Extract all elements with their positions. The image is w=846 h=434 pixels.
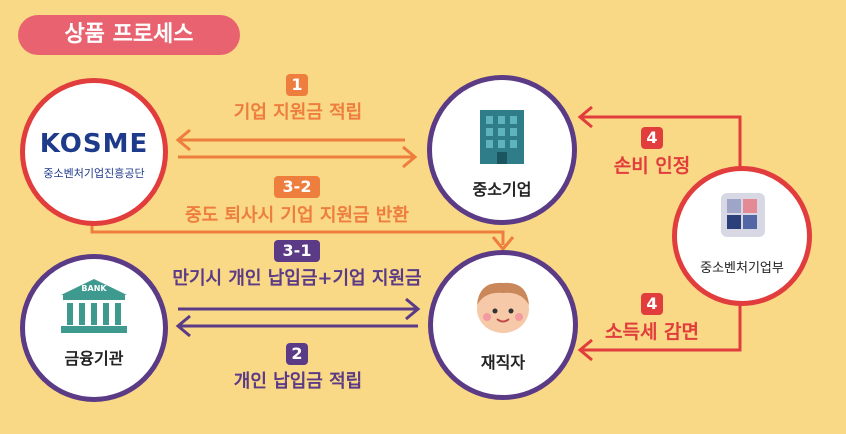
arrowhead-1: [175, 128, 191, 152]
employee-node: 재직자: [428, 250, 578, 400]
arrow-4-bottom: [580, 300, 742, 352]
building-icon: [480, 110, 524, 164]
bank-node: BANK 금융기관: [20, 254, 168, 402]
arrowhead-3-2: [491, 236, 515, 252]
step-3-1-text: 만기시 개인 납입금+기업 지원금: [172, 268, 422, 289]
step-4-top-badge: 4: [641, 127, 663, 149]
step-4-bottom-badge: 4: [641, 293, 663, 315]
step-3-2-text: 중도 퇴사시 기업 지원금 반환: [185, 205, 409, 226]
arrowhead-2: [175, 314, 191, 338]
arrowhead-4-bottom: [577, 338, 593, 362]
ministry-node: 중소벤처기업부: [672, 166, 812, 306]
step-4-bottom-text: 소득세 감면: [604, 321, 699, 343]
page-title: 상품 프로세스: [18, 15, 240, 55]
step-1-text: 기업 지원금 적립: [233, 102, 363, 123]
step-1-badge: 1: [286, 74, 308, 96]
arrowhead-4-top: [577, 105, 593, 129]
step-4-top-text: 손비 인정: [613, 155, 691, 177]
step-2-text: 개인 납입금 적립: [233, 371, 363, 392]
step-2-badge: 2: [286, 343, 308, 365]
employee-name: 재직자: [480, 353, 526, 372]
kosme-logo: KOSME: [39, 129, 149, 159]
face-icon: [477, 282, 529, 333]
ministry-name: 중소벤처기업부: [700, 261, 784, 276]
kosme-name: 중소벤처기업진흥공단: [43, 167, 145, 180]
sme-name: 중소기업: [472, 180, 532, 199]
step-3-1-badge: 3-1: [274, 240, 320, 262]
arrowhead-1b: [402, 145, 418, 169]
kosme-node: KOSME 중소벤처기업진흥공단: [20, 78, 168, 226]
sme-node: 중소기업: [427, 75, 577, 225]
bank-sign: BANK: [81, 284, 107, 293]
arrow-4-top: [580, 115, 742, 172]
step-3-2-badge: 3-2: [274, 176, 320, 198]
arrowhead-3-1: [405, 297, 421, 321]
bank-icon: [61, 279, 127, 333]
bank-name: 금융기관: [64, 349, 124, 368]
ministry-logo-icon: [721, 193, 765, 237]
